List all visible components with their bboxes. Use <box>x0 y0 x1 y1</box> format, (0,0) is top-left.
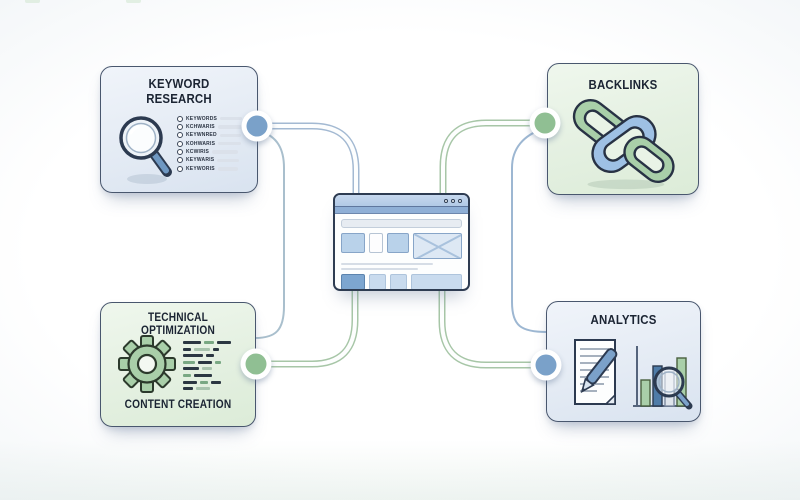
card-keyword-research-title: KEYWORD RESEARCH <box>146 76 212 106</box>
bullet-circle-icon <box>177 149 183 156</box>
keyword-list-item: KCHWARIS <box>177 123 242 130</box>
bullet-circle-icon <box>177 132 183 139</box>
gear-icon <box>118 335 176 393</box>
window-dot-icon <box>458 198 462 203</box>
image-placeholder-icon <box>413 233 462 259</box>
pipe-technical-to-browser <box>256 290 359 368</box>
card-keyword-research: KEYWORD RESEARCH KEYWORDS KCHWARIS KEYWN… <box>100 66 258 193</box>
text-rule <box>341 263 433 265</box>
connector-keyword-to-content <box>254 130 285 339</box>
keyword-list-label: KCWIRIS <box>186 149 210 156</box>
content-block <box>369 233 383 253</box>
content-blocks-row <box>341 233 462 259</box>
bullet-circle-icon <box>177 123 183 130</box>
keyword-bar <box>217 125 242 129</box>
browser-toolbar-strip <box>335 207 468 214</box>
keyword-list-label: KEYWNRED <box>186 132 217 139</box>
chain-links-icon <box>572 99 675 190</box>
keyword-list-item: KEYWARIS <box>177 157 242 164</box>
window-dot-icon <box>444 198 448 203</box>
keyword-list: KEYWORDS KCHWARIS KEYWNRED KOHWARIS KCWI… <box>177 115 243 172</box>
code-lines-icon <box>183 341 231 391</box>
content-block <box>341 233 365 253</box>
browser-content <box>335 214 468 289</box>
top-edge-mark <box>25 0 40 3</box>
bullet-circle-icon <box>177 165 183 172</box>
card-backlinks: BACKLINKS <box>547 63 699 195</box>
card-technical-optimization: TECHNICAL OPTIMIZATION CONTENT CREATION <box>100 302 256 427</box>
card-analytics-title: ANALYTICS <box>590 312 657 327</box>
keyword-list-item: KCWIRIS <box>177 149 242 156</box>
connector-backlinks-to-analytics <box>511 128 548 333</box>
keyword-bar <box>218 141 242 146</box>
keyword-list-label: KOHWARIS <box>186 140 216 147</box>
keyword-list-item: KEYWORIS <box>177 165 242 172</box>
keyword-list-item: KEYWORDS <box>177 115 243 122</box>
card-content-creation-title: CONTENT CREATION <box>124 399 232 411</box>
bar-chart-magnifier-icon <box>633 346 693 410</box>
keyword-list-label: KEYWORDS <box>186 115 218 122</box>
keyword-bar <box>212 150 239 154</box>
keyword-list-label: KCHWARIS <box>186 123 215 130</box>
footer-block <box>369 274 386 289</box>
magnifier-icon <box>119 116 172 184</box>
pipe-keyword-to-browser <box>257 122 360 194</box>
bullet-circle-icon <box>177 115 183 122</box>
footer-block <box>411 274 462 289</box>
footer-blocks-row <box>341 274 462 289</box>
window-dot-icon <box>451 198 455 203</box>
keyword-list-label: KEYWARIS <box>186 157 215 164</box>
bullet-circle-icon <box>177 140 183 147</box>
keyword-list-label: KEYWORIS <box>186 165 215 172</box>
keyword-bar <box>217 158 240 163</box>
text-rule <box>341 268 419 270</box>
browser-title-bar <box>335 195 468 207</box>
keyword-bar <box>220 116 243 121</box>
document-pen-icon <box>574 339 618 405</box>
footer-block <box>341 274 365 289</box>
address-bar <box>341 219 462 228</box>
card-analytics: ANALYTICS <box>546 301 701 422</box>
card-backlinks-title: BACKLINKS <box>588 77 658 92</box>
browser-window-icon <box>333 193 470 291</box>
top-edge-mark <box>126 0 141 3</box>
keyword-bar <box>217 167 238 171</box>
content-block <box>387 233 409 253</box>
keyword-bar <box>219 133 241 138</box>
keyword-list-item: KOHWARIS <box>177 140 242 147</box>
card-technical-title: TECHNICAL OPTIMIZATION <box>141 312 215 338</box>
pipe-analytics-to-browser <box>438 290 546 369</box>
keyword-list-item: KEYWNRED <box>177 132 242 139</box>
footer-block <box>390 274 407 289</box>
pipe-backlinks-to-browser <box>439 119 545 194</box>
bullet-circle-icon <box>177 157 183 164</box>
